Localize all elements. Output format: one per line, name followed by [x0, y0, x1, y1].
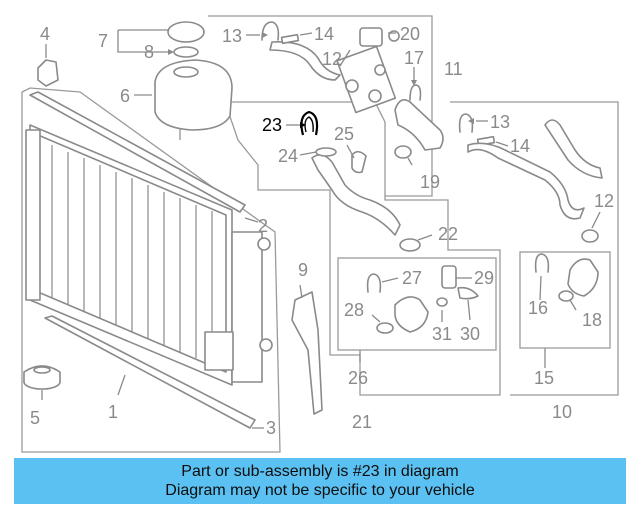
label-29: 29 [474, 268, 494, 288]
clamp-25 [351, 150, 367, 174]
group-box-21 [224, 101, 501, 396]
label-17: 17 [404, 48, 424, 68]
label-30: 30 [460, 324, 480, 344]
group-box-26 [337, 257, 497, 351]
label-14b: 14 [510, 136, 530, 156]
label-26: 26 [348, 368, 368, 388]
hose-fitting-18 [567, 258, 599, 297]
clip-30 [457, 286, 479, 300]
callout-labels: 1 2 3 4 5 6 7 8 9 10 11 12 12 13 13 14 1… [30, 24, 614, 438]
group-box-15 [519, 251, 611, 349]
radiator-hose-10 [467, 142, 585, 220]
label-27: 27 [402, 268, 422, 288]
label-5: 5 [30, 408, 40, 428]
label-10: 10 [552, 402, 572, 422]
hose-clamp-23 [300, 110, 319, 136]
hose-connector-28 [394, 296, 429, 333]
connector-20 [359, 27, 400, 47]
hose-clamp-17 [409, 84, 422, 101]
label-12a: 12 [322, 49, 342, 69]
rubber-mount [23, 365, 61, 390]
label-20: 20 [400, 24, 420, 44]
group-box-11 [208, 15, 433, 197]
label-7: 7 [98, 31, 108, 51]
label-1: 1 [108, 402, 118, 422]
coolant-pipe [394, 99, 444, 151]
group-box-1 [21, 87, 281, 453]
label-12b: 12 [594, 191, 614, 211]
label-25: 25 [334, 124, 354, 144]
upper-air-guide [29, 91, 246, 213]
hose-clamp-13a [261, 21, 280, 41]
clamp-12b [581, 229, 599, 243]
clip-24 [315, 147, 337, 157]
label-6: 6 [120, 86, 130, 106]
upper-hose-10 [544, 119, 603, 179]
info-banner: Part or sub-assembly is #23 in diagram D… [14, 458, 626, 504]
label-31: 31 [432, 324, 452, 344]
upper-hose [269, 41, 341, 81]
label-15: 15 [534, 368, 554, 388]
clamp-16 [534, 253, 550, 273]
label-13a: 13 [222, 26, 242, 46]
label-14a: 14 [314, 24, 334, 44]
thermostat-housing [336, 45, 397, 114]
radiator [25, 124, 273, 386]
arrowhead-23 [300, 122, 306, 128]
label-23: 23 [262, 115, 282, 135]
arrowhead [468, 118, 474, 124]
label-4: 4 [40, 24, 50, 44]
label-9: 9 [298, 260, 308, 280]
lower-hose [311, 154, 401, 236]
arrowhead [168, 49, 174, 55]
clamp-22 [399, 238, 421, 252]
label-2: 2 [258, 216, 268, 236]
reservoir-cap [167, 21, 205, 43]
coolant-reservoir [154, 59, 233, 140]
group-box-10 [450, 101, 619, 396]
label-11: 11 [444, 59, 463, 79]
arrowhead [262, 32, 268, 38]
radiator-bracket [291, 291, 323, 415]
label-16: 16 [528, 298, 548, 318]
label-19: 19 [420, 172, 440, 192]
clip-14a [280, 33, 300, 45]
seal-19 [394, 145, 412, 159]
label-24: 24 [278, 146, 298, 166]
label-18: 18 [582, 310, 602, 330]
leader-lines [41, 29, 601, 429]
banner-line-part: Part or sub-assembly is #23 in diagram [181, 463, 459, 480]
seal-ring-28 [376, 322, 394, 334]
arrowhead [411, 80, 417, 86]
seal-31 [436, 297, 448, 307]
clamp-27 [366, 273, 382, 293]
seal-18 [558, 290, 574, 302]
bracket-part [37, 59, 59, 87]
label-13b: 13 [490, 112, 510, 132]
banner-line-disclaimer: Diagram may not be specific to your vehi… [165, 482, 475, 499]
lower-air-guide [44, 315, 256, 429]
cap-seal [173, 46, 199, 58]
label-21: 21 [352, 412, 372, 432]
label-28: 28 [344, 300, 364, 320]
clamp-13b [458, 113, 474, 133]
label-8: 8 [144, 42, 154, 62]
label-22: 22 [438, 224, 458, 244]
sensor-29 [441, 265, 457, 289]
label-3: 3 [266, 418, 276, 438]
